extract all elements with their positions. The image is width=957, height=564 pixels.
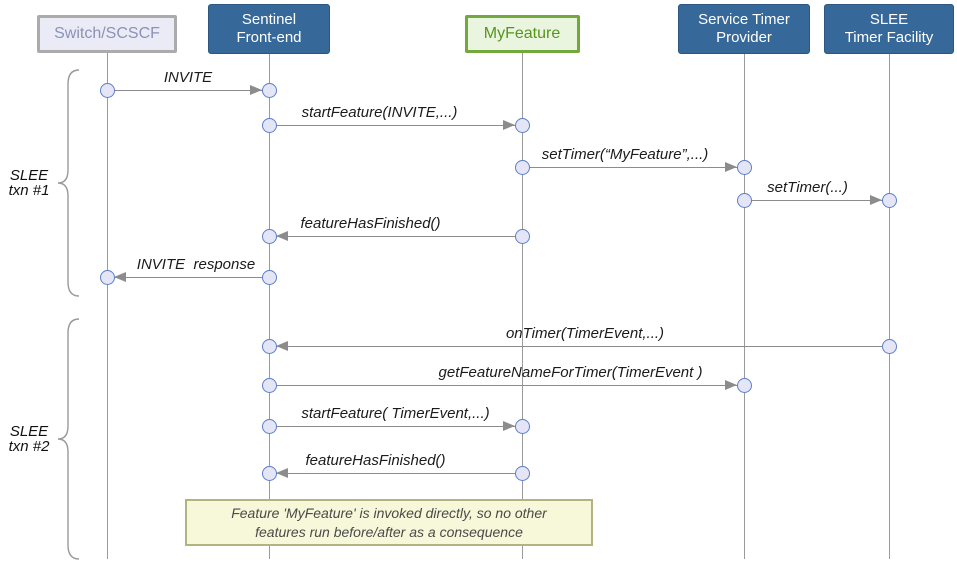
message-label-getfeaturenamefortimer-timerevent: getFeatureNameForTimer(TimerEvent ): [438, 364, 703, 381]
message-line-featurehasfinished: [269, 235, 522, 237]
message-line-getfeaturenamefortimer-timerevent: [269, 384, 744, 386]
transaction-brace: [57, 69, 80, 297]
actor-box-myfeature: MyFeature: [464, 15, 580, 53]
arrowhead-icon: [276, 230, 288, 241]
activation-node: [736, 192, 752, 208]
activation-node: [261, 418, 277, 434]
message-label-featurehasfinished: featureHasFinished(): [300, 215, 441, 232]
message-line-invite: [107, 89, 269, 91]
message-line-featurehasfinished: [269, 472, 522, 474]
activation-node: [736, 377, 752, 393]
actor-label: Switch/SCSCF: [54, 25, 160, 42]
message-label-settimer-myfeature: setTimer(“MyFeature”,...): [541, 146, 709, 163]
lifeline-slee-timer-facility: [888, 54, 890, 559]
actor-label: Service Timer: [698, 11, 790, 28]
actor-label: MyFeature: [483, 25, 561, 42]
activation-node: [99, 82, 115, 98]
note-box: Feature 'MyFeature' is invoked directly,…: [185, 499, 593, 546]
actor-label: Sentinel: [241, 11, 297, 28]
lifeline-switch-scscf: [106, 53, 108, 559]
activation-node: [881, 338, 897, 354]
lifeline-service-timer-provider: [743, 54, 745, 559]
arrowhead-icon: [503, 420, 515, 431]
arrowhead-icon: [870, 194, 882, 205]
activation-node: [514, 117, 530, 133]
message-label-featurehasfinished: featureHasFinished(): [305, 452, 446, 469]
message-label-invite: INVITE: [163, 69, 213, 86]
arrowhead-icon: [276, 340, 288, 351]
arrowhead-icon: [725, 379, 737, 390]
transaction-label-line: txn #1: [8, 182, 50, 199]
activation-node: [736, 159, 752, 175]
activation-node: [261, 82, 277, 98]
activation-node: [514, 159, 530, 175]
activation-node: [514, 228, 530, 244]
actor-box-switch-scscf: Switch/SCSCF: [37, 15, 177, 53]
actor-label: Timer Facility: [844, 29, 934, 46]
transaction-label-line: txn #2: [8, 438, 50, 455]
message-line-ontimer-timerevent: [269, 345, 889, 347]
activation-node: [881, 192, 897, 208]
actor-label: SLEE: [869, 11, 909, 28]
actor-label: Provider: [716, 29, 772, 46]
arrowhead-icon: [503, 119, 515, 130]
activation-node: [261, 465, 277, 481]
arrowhead-icon: [725, 161, 737, 172]
message-line-startfeature-timerevent: [269, 425, 522, 427]
message-line-invite-response: [107, 276, 269, 278]
message-label-invite-response: INVITE response: [136, 256, 256, 273]
activation-node: [261, 377, 277, 393]
arrowhead-icon: [114, 271, 126, 282]
lifeline-myfeature: [521, 53, 523, 559]
activation-node: [514, 465, 530, 481]
message-line-startfeature-invite: [269, 124, 522, 126]
message-line-settimer: [744, 199, 889, 201]
activation-node: [514, 418, 530, 434]
actor-label: Front-end: [236, 29, 302, 46]
transaction-brace: [57, 318, 80, 560]
arrowhead-icon: [250, 84, 262, 95]
message-label-ontimer-timerevent: onTimer(TimerEvent,...): [505, 325, 665, 342]
transaction-label-line: SLEE: [9, 167, 49, 184]
note-text: features run before/after as a consequen…: [255, 523, 523, 540]
message-line-settimer-myfeature: [522, 166, 744, 168]
message-label-startfeature-timerevent: startFeature( TimerEvent,...): [301, 405, 490, 422]
activation-node: [261, 338, 277, 354]
message-label-settimer: setTimer(...): [767, 179, 848, 196]
activation-node: [261, 269, 277, 285]
activation-node: [99, 269, 115, 285]
activation-node: [261, 117, 277, 133]
lifeline-sentinel-front-end: [268, 54, 270, 559]
transaction-label-line: SLEE: [9, 423, 49, 440]
activation-node: [261, 228, 277, 244]
note-text: Feature 'MyFeature' is invoked directly,…: [231, 504, 547, 521]
arrowhead-icon: [276, 467, 288, 478]
message-label-startfeature-invite: startFeature(INVITE,...): [301, 104, 458, 121]
